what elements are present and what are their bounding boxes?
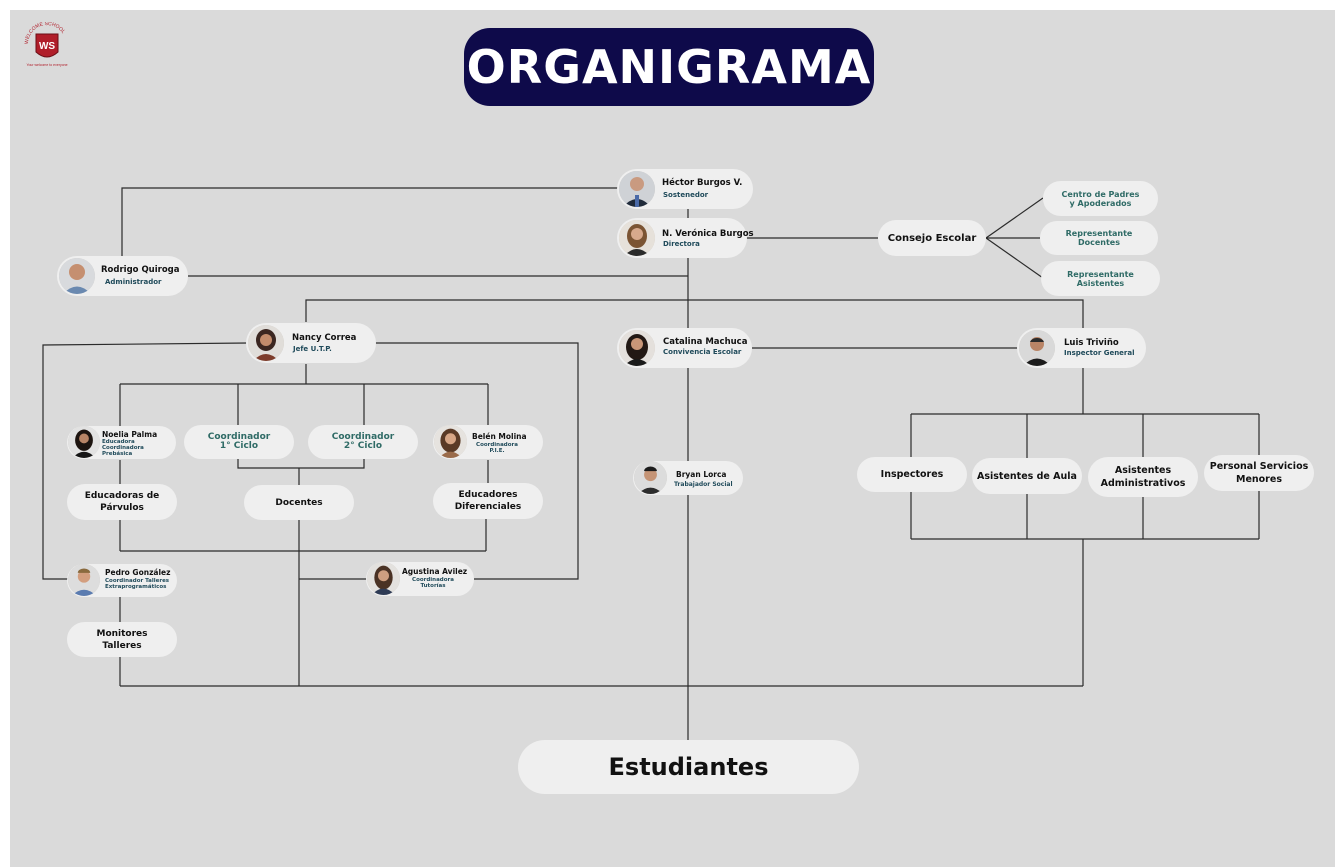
agustina-name: Agustina Avilez bbox=[402, 567, 468, 576]
luis-name: Luis Triviño bbox=[1064, 338, 1119, 348]
pedro-name: Pedro González bbox=[105, 568, 171, 577]
veronica-role: Directora bbox=[663, 240, 700, 248]
node-docentes: Docentes bbox=[244, 485, 354, 520]
svg-text:WS: WS bbox=[39, 41, 55, 52]
hector-role: Sostenedor bbox=[663, 191, 709, 199]
avatar-bryan-lorca bbox=[634, 461, 667, 494]
nancy-name: Nancy Correa bbox=[292, 333, 357, 343]
school-logo: WS WELCOME SCHOOL Your welcome to everyo… bbox=[22, 21, 72, 70]
avatar-rodrigo-quiroga bbox=[59, 258, 95, 294]
rodrigo-role: Administrador bbox=[105, 278, 162, 286]
catalina-name: Catalina Machuca bbox=[663, 337, 748, 347]
avatar-noelia-palma bbox=[68, 426, 100, 458]
luis-role: Inspector General bbox=[1064, 349, 1135, 357]
hector-name: Héctor Burgos V. bbox=[662, 178, 743, 188]
avatar-belen-molina bbox=[434, 425, 467, 458]
avatar-luis-trivino bbox=[1019, 330, 1055, 366]
svg-text:Your welcome to everyone: Your welcome to everyone bbox=[26, 63, 67, 67]
veronica-name: N. Verónica Burgos bbox=[662, 229, 754, 239]
nancy-role: Jefe U.T.P. bbox=[293, 345, 332, 353]
avatar-veronica-burgos bbox=[619, 220, 655, 256]
bryan-name: Bryan Lorca bbox=[676, 470, 727, 479]
node-estudiantes: Estudiantes bbox=[518, 740, 859, 794]
noelia-role: Educadora Coordinadora Prebásica bbox=[102, 439, 144, 457]
belen-name: Belén Molina bbox=[472, 432, 527, 441]
avatar-hector-burgos bbox=[619, 171, 655, 207]
avatar-pedro-gonzalez bbox=[68, 564, 100, 596]
node-consejo-escolar: Consejo Escolar bbox=[878, 220, 986, 256]
rodrigo-name: Rodrigo Quiroga bbox=[101, 265, 180, 275]
noelia-name: Noelia Palma bbox=[102, 430, 158, 439]
page-title: ORGANIGRAMA bbox=[464, 28, 874, 106]
bryan-role: Trabajador Social bbox=[674, 481, 733, 488]
avatar-agustina-avilez bbox=[367, 562, 400, 595]
node-asistentes-aula: Asistentes de Aula bbox=[972, 458, 1082, 494]
node-inspectores: Inspectores bbox=[857, 457, 967, 492]
avatar-nancy-correa bbox=[248, 325, 284, 361]
catalina-role: Convivencia Escolar bbox=[663, 348, 742, 356]
agustina-role: Coordinadora Tutorías bbox=[412, 577, 454, 589]
avatar-catalina-machuca bbox=[619, 330, 655, 366]
pedro-role: Coordinador Talleres Extraprogramáticos bbox=[105, 578, 170, 590]
belen-role: Coordinadora P.I.E. bbox=[476, 442, 518, 454]
